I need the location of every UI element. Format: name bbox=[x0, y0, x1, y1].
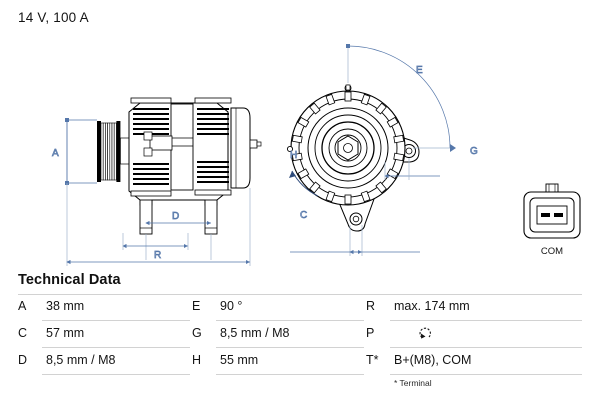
spec-key: G bbox=[192, 326, 202, 340]
spec-value: B+(M8), COM bbox=[394, 353, 472, 367]
spec-value-box: max. 174 mm bbox=[390, 294, 582, 321]
com-connector-label: COM bbox=[541, 246, 563, 257]
spec-value-box: 8,5 mm / M8 bbox=[216, 321, 364, 348]
svg-text:H: H bbox=[290, 150, 297, 161]
spec-key: E bbox=[192, 299, 201, 313]
technical-data-heading: Technical Data bbox=[18, 272, 121, 288]
b-plus-terminal bbox=[249, 139, 262, 149]
svg-text:R: R bbox=[154, 250, 161, 261]
spec-value: 8,5 mm / M8 bbox=[220, 326, 290, 340]
spec-cell-h: H 55 mm bbox=[192, 348, 364, 375]
com-connector-drawing bbox=[523, 183, 581, 239]
spec-value-box: 90 ° bbox=[216, 294, 364, 321]
svg-text:G: G bbox=[470, 146, 478, 157]
spec-value-box: 38 mm bbox=[42, 294, 190, 321]
spec-key: D bbox=[18, 353, 28, 367]
end-view-dimensions: E G C H bbox=[290, 44, 478, 256]
side-view-dimensions: A D R bbox=[52, 118, 251, 266]
table-row: A 38 mm E 90 ° R max. 174 mm bbox=[0, 294, 600, 321]
spec-cell-e: E 90 ° bbox=[192, 294, 364, 321]
spec-cell-r: R max. 174 mm bbox=[366, 294, 582, 321]
spec-cell-t: T* B+(M8), COM bbox=[366, 348, 582, 375]
spec-key: R bbox=[366, 299, 376, 313]
spec-cell-c: C 57 mm bbox=[18, 321, 190, 348]
spec-value-box: 55 mm bbox=[216, 348, 364, 375]
spec-key: A bbox=[18, 299, 27, 313]
spec-key: P bbox=[366, 326, 375, 340]
terminal-footnote: * Terminal bbox=[394, 378, 432, 388]
technical-data-section: Technical Data A 38 mm E 90 ° R bbox=[0, 268, 600, 400]
pulley bbox=[97, 121, 130, 182]
spec-key: H bbox=[192, 353, 202, 367]
table-row: C 57 mm G 8,5 mm / M8 P bbox=[0, 321, 600, 348]
spec-key: C bbox=[18, 326, 28, 340]
table-row: D 8,5 mm / M8 H 55 mm T* B+(M8), COM bbox=[0, 348, 600, 375]
spec-value-box bbox=[390, 321, 582, 348]
alternator-side-view bbox=[97, 97, 262, 235]
svg-text:A: A bbox=[52, 148, 59, 159]
stator-band bbox=[143, 103, 194, 191]
svg-text:C: C bbox=[300, 210, 307, 221]
technical-data-table: A 38 mm E 90 ° R max. 174 mm bbox=[0, 294, 600, 375]
spec-value: 55 mm bbox=[220, 353, 259, 367]
spec-cell-a: A 38 mm bbox=[18, 294, 190, 321]
spec-value: 90 ° bbox=[220, 299, 243, 313]
spec-value-box: B+(M8), COM bbox=[390, 348, 582, 375]
rotation-clockwise-icon bbox=[418, 324, 434, 347]
spec-cell-d: D 8,5 mm / M8 bbox=[18, 348, 190, 375]
spec-cell-g: G 8,5 mm / M8 bbox=[192, 321, 364, 348]
table-top-rule bbox=[18, 294, 582, 295]
spec-value: 38 mm bbox=[46, 299, 85, 313]
spec-value: 8,5 mm / M8 bbox=[46, 353, 116, 367]
alternator-end-view bbox=[286, 84, 420, 232]
spec-value-box: 57 mm bbox=[42, 321, 190, 348]
spec-value: max. 174 mm bbox=[394, 299, 470, 313]
drawing-area: A D R bbox=[0, 28, 600, 266]
spec-value: 57 mm bbox=[46, 326, 85, 340]
svg-text:E: E bbox=[416, 65, 423, 76]
spec-key: T* bbox=[366, 353, 379, 367]
mounting-feet bbox=[139, 199, 218, 235]
page-title: 14 V, 100 A bbox=[18, 10, 89, 25]
spec-value-box: 8,5 mm / M8 bbox=[42, 348, 190, 375]
spec-cell-p: P bbox=[366, 321, 582, 348]
svg-text:D: D bbox=[172, 211, 179, 222]
cooling-fins-right bbox=[194, 97, 232, 196]
